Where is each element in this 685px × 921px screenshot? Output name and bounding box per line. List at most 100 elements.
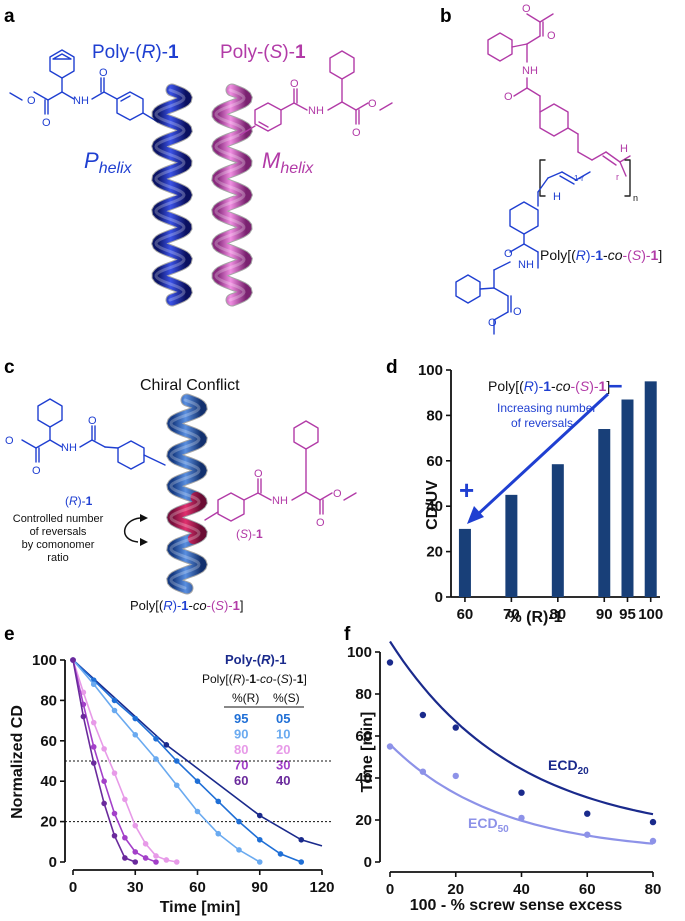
d-x-tick-label: 90 [596,606,613,623]
e-data-point [153,859,159,865]
bracket-left [539,159,546,197]
e-table-r-value: 60 [234,773,248,788]
f-y-tick-label: 40 [355,770,372,787]
atom-o-c3: O [88,415,97,427]
e-table-r-value: 95 [234,711,248,726]
e-data-point [215,798,222,805]
e-data-point [173,758,180,764]
e-data-point [70,657,76,663]
e-data-point [194,808,201,815]
helix-tube [212,84,252,306]
atom-o-b5: O [513,306,522,318]
atom-nh-b2: NH [518,259,534,271]
d-bar [598,429,611,597]
e-col-r: %(R) [232,691,259,705]
panel-label-d: d [386,357,398,378]
f-y-tick-label: 100 [347,644,372,661]
d-arrow-text-1: Increasing number [497,401,596,415]
panel-label-a: a [4,6,15,27]
d-y-tick-label: 100 [418,362,443,379]
f-y-tick-label: 0 [364,854,372,871]
e-data-point [236,818,242,825]
e-data-point [173,859,180,865]
atom-o-c1: O [5,435,14,447]
e-data-point [132,715,139,722]
d-xlabel: % (R)-1 [507,609,562,626]
e-table-s-value: 10 [276,727,290,742]
e-data-point [132,822,139,829]
e-y-tick-label: 60 [40,733,57,750]
e-data-point [101,778,107,784]
label-1-minus-r: 1-r [574,174,584,183]
chart-d-cd-uv: CD/UV % (R)-1 Poly[(R)-1-co-(S)-1] Incre… [418,362,663,626]
monomer-r-c: O O NH O [5,398,166,477]
monomer-r-structure: O O NH O [9,49,159,129]
helix-tube [152,84,192,306]
e-table-s-value: 30 [276,758,290,773]
e-data-point [90,719,97,726]
atom-nh-b: NH [522,65,538,77]
f-y-tick-label: 60 [355,728,372,745]
e-data-point [111,770,118,776]
e-data-point [256,836,263,843]
panel-label-c: c [4,357,15,378]
f-x-tick-label: 40 [513,881,530,898]
e-data-point [101,746,107,752]
d-x-tick-label: 95 [619,606,636,623]
e-data-point [153,735,159,742]
e-data-point [153,756,159,762]
note-arrowhead-2 [140,538,148,546]
helix-p-blue [151,83,193,307]
atom-o-ester-s: O [368,98,377,110]
atom-o-c6: O [333,488,342,500]
e-data-point [132,731,139,738]
d-y-tick-label: 80 [426,407,443,424]
d-reversal-arrow [474,392,610,518]
atom-nh: NH [73,95,89,107]
e-y-tick-label: 40 [40,773,57,790]
e-data-point [122,855,128,861]
d-x-tick-label: 80 [549,606,566,623]
e-data-point [111,832,118,839]
e-data-point [80,689,87,696]
copolymer-r-unit: H 1-r O NH O O [455,171,591,335]
d-x-tick-label: 100 [638,606,663,623]
e-data-point [298,836,305,843]
f-y-tick-label: 80 [355,686,372,703]
f-data-point [452,724,459,731]
helix-highlight [214,88,246,302]
e-data-point [122,796,128,803]
e-header-copoly: Poly[(R)-1-co-(S)-1] [202,672,307,686]
e-data-point [122,834,128,841]
panel-label-f: f [344,624,351,645]
note-line-3: by comonomer [22,539,95,551]
copolymer-label-c: Poly[(R)-1-co-(S)-1] [130,598,243,613]
f-data-point [584,831,591,838]
e-data-point [298,859,305,865]
atom-nh-c: NH [61,442,77,454]
f-x-tick-label: 20 [447,881,464,898]
f-fit-curve [389,640,654,816]
d-bar [458,528,471,597]
monomer-s-structure: O NH O O [239,50,393,139]
e-series-line [72,659,261,863]
f-data-point [452,772,459,780]
e-data-point [163,742,170,748]
f-series-label: ECD20 [548,757,589,777]
note-line-4: ratio [47,552,68,564]
panel-b: O O NH O H r n [455,3,662,335]
poly-s1-label: Poly-(S)-1 [220,42,306,63]
e-data-point [256,859,263,865]
copolymer-s-unit: O O NH O H r [487,3,631,182]
e-data-point [163,857,170,863]
d-bar [505,494,518,597]
d-arrow-text-2: of reversals [511,416,573,430]
d-arrowhead [467,506,484,524]
f-data-point [419,711,427,719]
d-ylabel: CD/UV [424,480,441,530]
e-ylabel: Normalized CD [9,705,26,819]
bracket-right [624,159,631,197]
e-x-tick-label: 0 [69,879,77,896]
panel-label-b: b [440,6,452,27]
f-data-point [584,810,591,817]
